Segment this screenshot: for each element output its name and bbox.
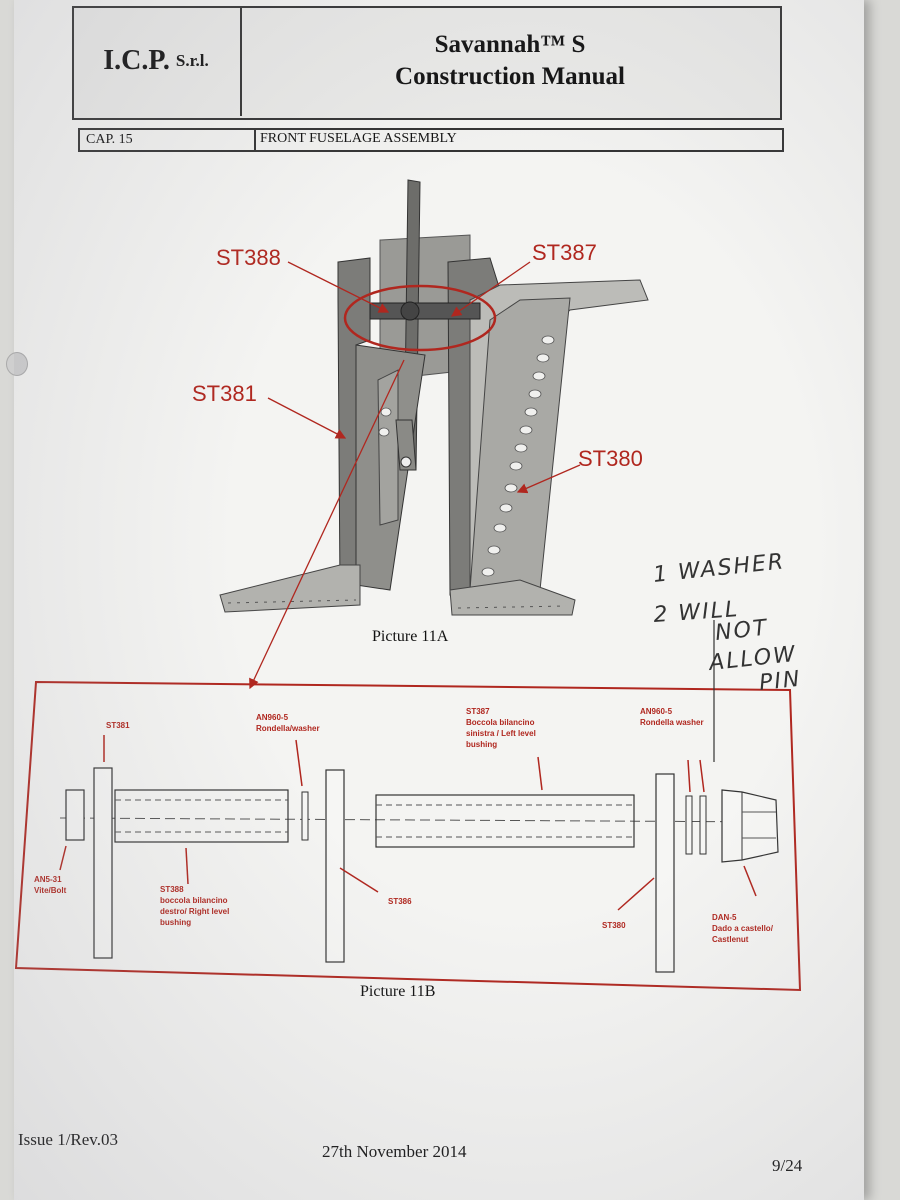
b-label-an960-right: AN960-5 bbox=[640, 707, 673, 716]
caption-picture-11b: Picture 11B bbox=[360, 983, 436, 1000]
chapter-divider bbox=[254, 130, 256, 150]
chapter-bar: CAP. 15 FRONT FUSELAGE ASSEMBLY bbox=[78, 128, 784, 152]
b-label-st380: ST380 bbox=[602, 921, 626, 930]
label-st381: ST381 bbox=[192, 381, 257, 406]
b-label-st388: ST388 bbox=[160, 885, 184, 894]
header-box bbox=[72, 6, 782, 120]
manual-title: Savannah™ S Construction Manual bbox=[242, 6, 778, 116]
label-st387: ST387 bbox=[532, 240, 597, 265]
company-label: I.C.P. bbox=[103, 45, 170, 76]
b-label-st388-desc3: bushing bbox=[160, 918, 191, 927]
b-label-an960-top-desc: Rondella/washer bbox=[256, 724, 320, 733]
note-line-2: 2 WILL bbox=[653, 597, 740, 628]
b-label-dan5-desc1: Dado a castello/ bbox=[712, 924, 774, 933]
footer-page-number: 9/24 bbox=[772, 1156, 803, 1175]
label-st380: ST380 bbox=[578, 446, 643, 471]
b-label-st387-desc3: bushing bbox=[466, 740, 497, 749]
company-suffix: S.r.l. bbox=[175, 51, 209, 70]
title-line-2: Construction Manual bbox=[395, 63, 625, 90]
b-label-st387-desc2: sinistra / Left level bbox=[466, 729, 536, 738]
company-name: I.C.P. S.r.l. bbox=[72, 6, 242, 116]
chapter-number: CAP. 15 bbox=[86, 132, 133, 147]
b-label-st381: ST381 bbox=[106, 721, 130, 730]
footer-date: 27th November 2014 bbox=[322, 1142, 467, 1161]
note-line-3: NOT bbox=[714, 616, 770, 646]
caption-picture-11a: Picture 11A bbox=[372, 628, 449, 645]
b-label-st387: ST387 bbox=[466, 707, 490, 716]
picture-11a-render bbox=[219, 179, 649, 690]
footer-issue: Issue 1/Rev.03 bbox=[18, 1130, 118, 1149]
b-label-st388-desc2: destro/ Right level bbox=[160, 907, 229, 916]
punch-hole bbox=[6, 352, 28, 376]
handwritten-note: 1 WASHER 2 WILL NOT ALLOW PIN bbox=[652, 549, 803, 762]
label-st388: ST388 bbox=[216, 245, 281, 270]
chapter-title: FRONT FUSELAGE ASSEMBLY bbox=[260, 131, 457, 146]
title-line-1: Savannah™ S bbox=[434, 31, 586, 58]
b-label-dan5-desc2: Castlenut bbox=[712, 935, 749, 944]
b-label-dan5: DAN-5 bbox=[712, 913, 737, 922]
b-label-st386: ST386 bbox=[388, 897, 412, 906]
note-line-5: PIN bbox=[758, 667, 803, 696]
b-label-an5-desc: Vite/Bolt bbox=[34, 886, 67, 895]
b-label-an960-right-desc: Rondella washer bbox=[640, 718, 704, 727]
b-label-an960-top: AN960-5 bbox=[256, 713, 289, 722]
b-label-an5: AN5-31 bbox=[34, 875, 62, 884]
manual-page bbox=[6, 0, 864, 1200]
picture-11b-diagram bbox=[14, 680, 802, 992]
note-line-1: 1 WASHER bbox=[652, 549, 786, 588]
b-label-st387-desc1: Boccola bilancino bbox=[466, 718, 535, 727]
b-label-st388-desc1: boccola bilancino bbox=[160, 896, 228, 905]
